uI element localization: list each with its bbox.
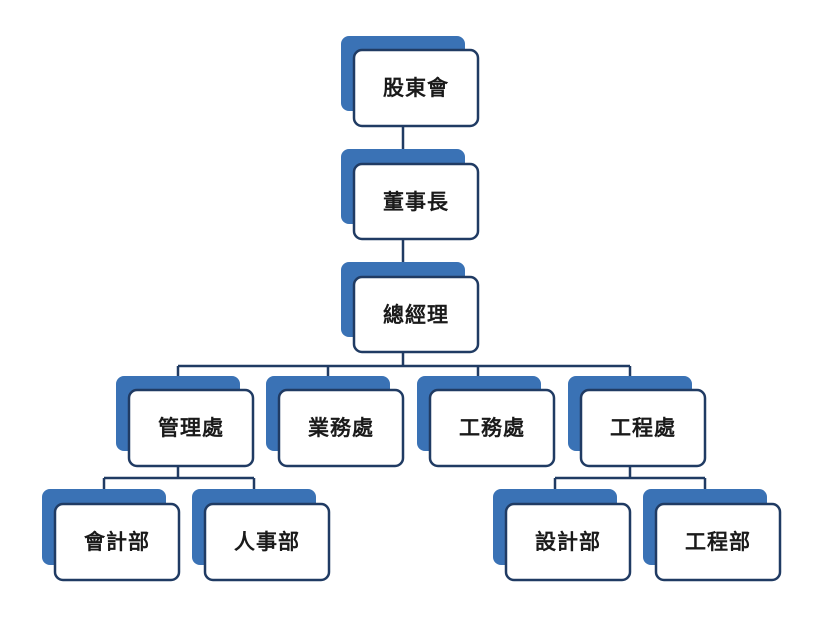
node-hr-dept: 人事部 [192,489,331,582]
node-label: 設計部 [535,530,601,554]
node-box [203,502,331,582]
node-box [53,502,181,582]
node-label: 股東會 [383,76,449,100]
node-box [654,502,782,582]
node-label: 業務處 [308,416,374,440]
node-label: 工程部 [685,530,751,554]
node-chairman: 董事長 [341,149,480,241]
node-label: 工程處 [610,416,676,440]
node-engineering-dept: 工程部 [643,489,782,582]
node-label: 董事長 [383,190,449,214]
node-label: 人事部 [234,530,300,554]
node-business-office: 業務處 [266,376,405,468]
node-box [428,388,556,468]
node-design-dept: 設計部 [493,489,632,582]
node-box [352,162,480,241]
node-management-office: 管理處 [116,376,255,468]
node-general-manager: 總經理 [341,262,480,354]
node-box [127,388,255,468]
node-box [352,275,480,354]
node-label: 管理處 [158,416,224,440]
node-engineering-affairs-office: 工務處 [417,376,556,468]
node-box [579,388,707,468]
node-accounting-dept: 會計部 [42,489,181,582]
node-label: 會計部 [84,530,150,554]
node-engineering-process-office: 工程處 [568,376,707,468]
node-label: 總經理 [383,303,449,327]
node-box [277,388,405,468]
node-shareholders: 股東會 [341,36,480,128]
node-box [352,48,480,128]
node-box [504,502,632,582]
node-label: 工務處 [459,416,525,440]
connector-lines [102,126,707,504]
